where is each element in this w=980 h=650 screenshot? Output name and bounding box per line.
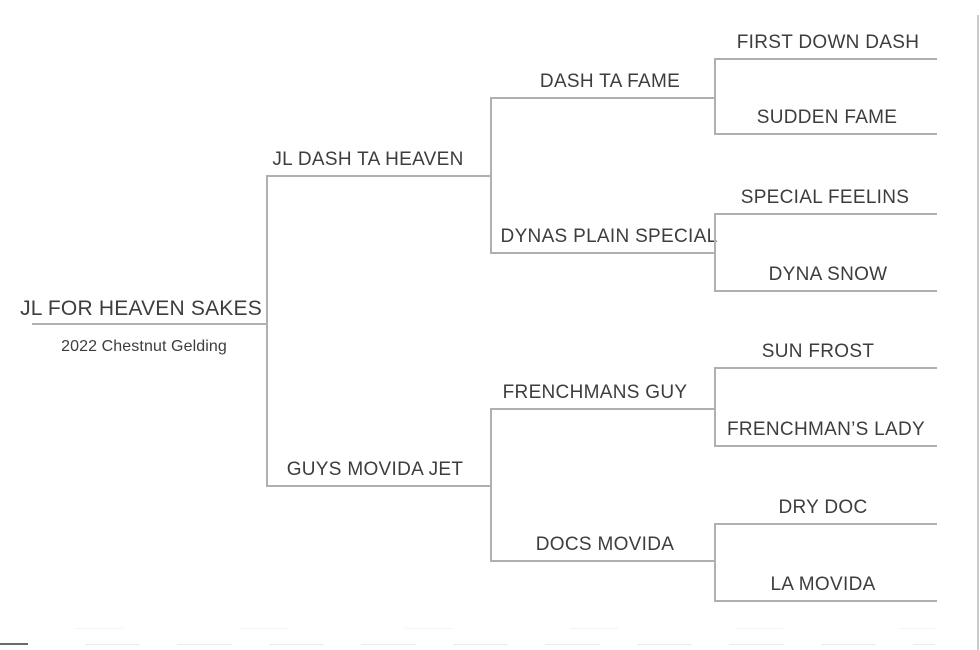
connector-sire-bracket [490, 97, 492, 252]
connector-gen1-bracket [266, 175, 268, 485]
pedigree-node-dam: GUYS MOVIDA JET [286, 459, 464, 480]
pedigree-node-dam-sire: FRENCHMANS GUY [502, 382, 688, 403]
connector-gen3-bracket-4 [714, 523, 716, 600]
page-frame-border [977, 15, 979, 650]
connector-underline [714, 133, 937, 135]
pedigree-subject-details: 2022 Chestnut Gelding [61, 338, 227, 355]
connector-underline [714, 600, 937, 602]
connector-dam-sire-underline [490, 408, 715, 410]
pedigree-node-sire-sire-dam: SUDDEN FAME [756, 107, 898, 128]
connector-underline [714, 213, 937, 215]
connector-gen3-bracket-3 [714, 367, 716, 445]
connector-underline [714, 523, 937, 525]
connector-sire-underline [266, 175, 490, 177]
pedigree-node-sire-sire-sire: FIRST DOWN DASH [736, 32, 920, 53]
pedigree-node-dam-sire-sire: SUN FROST [761, 341, 875, 362]
page-edge-artifact [75, 628, 935, 629]
pedigree-node-dam-sire-dam: FRENCHMAN’S LADY [727, 419, 925, 440]
connector-sire-dam-underline [490, 252, 715, 254]
connector-underline [714, 445, 937, 447]
pedigree-node-dam-dam-dam: LA MOVIDA [770, 574, 876, 595]
pedigree-node-sire-dam: DYNAS PLAIN SPECIAL [500, 226, 718, 247]
pedigree-node-sire-dam-sire: SPECIAL FEELINS [740, 187, 910, 208]
connector-root-underline [32, 323, 266, 325]
pedigree-node-sire: JL DASH TA HEAVEN [272, 149, 464, 170]
page-edge-artifact [85, 644, 935, 645]
pedigree-node-dam-dam-sire: DRY DOC [778, 497, 868, 518]
connector-gen3-bracket-1 [714, 58, 716, 133]
page-edge-artifact [0, 643, 28, 645]
pedigree-node-subject: JL FOR HEAVEN SAKES [20, 297, 262, 320]
connector-dam-bracket [490, 408, 492, 560]
connector-gen3-bracket-2 [714, 213, 716, 290]
pedigree-node-sire-dam-dam: DYNA SNOW [768, 264, 888, 285]
connector-dam-underline [266, 485, 490, 487]
pedigree-node-sire-sire: DASH TA FAME [539, 71, 681, 92]
connector-underline [714, 290, 937, 292]
connector-underline [714, 367, 937, 369]
pedigree-node-dam-dam: DOCS MOVIDA [535, 534, 675, 555]
connector-dam-dam-underline [490, 560, 715, 562]
connector-underline [714, 58, 937, 60]
connector-sire-sire-underline [490, 97, 715, 99]
